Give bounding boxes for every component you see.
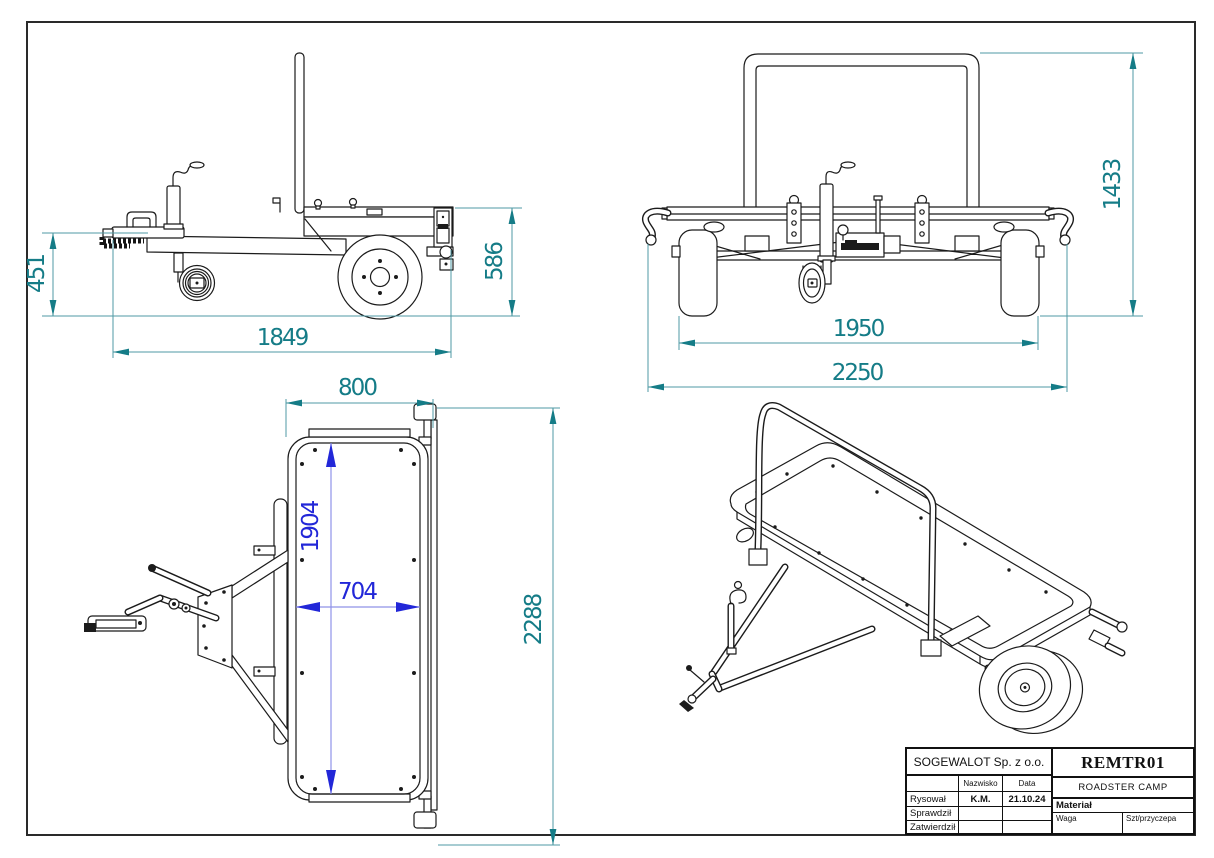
qty-label: Szt/przyczepa bbox=[1126, 814, 1177, 823]
dim-text-track-width: 1950 bbox=[833, 316, 885, 342]
company-name: SOGEWALOT Sp. z o.o. bbox=[907, 749, 1051, 776]
approval-table: Nazwisko Data Rysował K.M. 21.10.24 Spra… bbox=[907, 776, 1051, 833]
dim-text-bed-height: 586 bbox=[482, 242, 508, 281]
weight-label: Waga bbox=[1053, 813, 1123, 833]
dim-text-total-width: 2250 bbox=[832, 360, 884, 386]
sheet-frame bbox=[26, 21, 1196, 836]
dim-text-total-height: 1433 bbox=[1100, 159, 1126, 210]
top-view-linework bbox=[84, 403, 438, 829]
dim-text-bed-inner-length: 1904 bbox=[298, 500, 324, 552]
dim-text-drawbar-height: 451 bbox=[24, 255, 50, 293]
isometric-view bbox=[679, 402, 1128, 735]
title-block: SOGEWALOT Sp. z o.o. Nazwisko Data Rysow… bbox=[905, 747, 1195, 835]
side-view: 451 586 1849 bbox=[24, 52, 522, 358]
header-name: Nazwisko bbox=[959, 776, 1003, 792]
row-approved-label: Zatwierdził bbox=[907, 821, 959, 833]
dim-text-total-length: 2288 bbox=[521, 593, 547, 645]
front-view-linework bbox=[641, 53, 1075, 317]
dim-text-frame-length: 1849 bbox=[257, 325, 309, 351]
front-view-dimensions: 1433 1950 2250 bbox=[647, 52, 1143, 392]
dim-text-bed-width: 800 bbox=[338, 375, 377, 401]
header-date: Data bbox=[1003, 776, 1051, 792]
title-block-right: REMTR01 ROADSTER CAMP Materiał Waga Szt/… bbox=[1053, 749, 1193, 833]
weight-qty-row: Waga Szt/przyczepa bbox=[1053, 813, 1193, 833]
empty-cell bbox=[907, 776, 959, 792]
row-checked-name bbox=[959, 807, 1003, 821]
row-checked-label: Sprawdził bbox=[907, 807, 959, 821]
material-label: Materiał bbox=[1053, 799, 1193, 813]
top-view-dimensions: 800 2288 1904 704 bbox=[285, 375, 560, 846]
row-approved-name bbox=[959, 821, 1003, 833]
row-checked-date bbox=[1003, 807, 1051, 821]
side-view-linework bbox=[99, 52, 454, 320]
row-drawn-name: K.M. bbox=[959, 792, 1003, 807]
title-block-left: SOGEWALOT Sp. z o.o. Nazwisko Data Rysow… bbox=[907, 749, 1053, 833]
drawing-number: REMTR01 bbox=[1053, 749, 1193, 778]
row-drawn-date: 21.10.24 bbox=[1003, 792, 1051, 807]
front-view: 1433 1950 2250 bbox=[641, 52, 1143, 392]
side-view-dimensions: 451 586 1849 bbox=[24, 207, 522, 358]
row-drawn-label: Rysował bbox=[907, 792, 959, 807]
dim-text-bed-inner-width: 704 bbox=[338, 579, 377, 605]
row-approved-date bbox=[1003, 821, 1051, 833]
top-view: 800 2288 1904 704 bbox=[84, 375, 560, 846]
project-name: ROADSTER CAMP bbox=[1053, 778, 1193, 799]
